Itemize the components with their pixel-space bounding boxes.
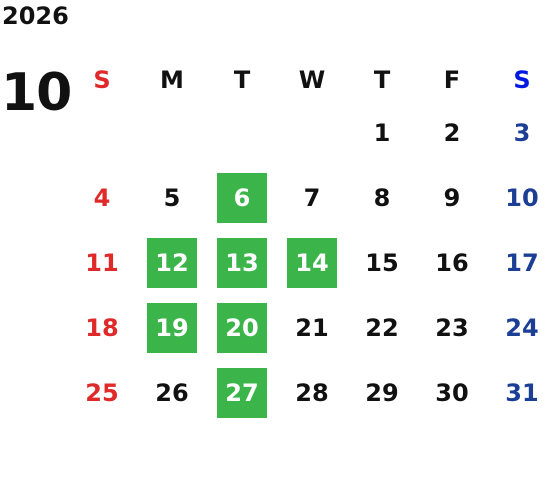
weekday-tue: T xyxy=(233,66,251,94)
day-cell: 25 xyxy=(67,360,137,425)
week-row: 25 26 27 28 29 30 31 xyxy=(67,360,548,425)
highlighted-day-cell: 20 xyxy=(207,295,277,360)
day-cell: 2 xyxy=(417,100,487,165)
day-cell: 26 xyxy=(137,360,207,425)
highlighted-day-cell: 6 xyxy=(207,165,277,230)
day-cell: 30 xyxy=(417,360,487,425)
day-cell: 16 xyxy=(417,230,487,295)
day-number: 3 xyxy=(513,118,531,147)
day-cell: 17 xyxy=(487,230,548,295)
day-number: 30 xyxy=(435,378,469,407)
highlighted-day-cell: 27 xyxy=(207,360,277,425)
day-number: 18 xyxy=(85,313,119,342)
weekday-fri: F xyxy=(443,66,461,94)
empty-day-cell xyxy=(207,100,277,165)
day-number: 4 xyxy=(93,183,111,212)
day-cell: 10 xyxy=(487,165,548,230)
weekday-mon: M xyxy=(160,66,184,94)
day-cell: 31 xyxy=(487,360,548,425)
week-row: 4 5 6 7 8 9 10 xyxy=(67,165,548,230)
day-number: 15 xyxy=(365,248,399,277)
day-number: 6 xyxy=(217,172,267,223)
day-number: 9 xyxy=(443,183,461,212)
day-number: 31 xyxy=(505,378,539,407)
weekday-wed: W xyxy=(298,66,326,94)
day-cell: 21 xyxy=(277,295,347,360)
highlighted-day-cell: 19 xyxy=(137,295,207,360)
day-number: 21 xyxy=(295,313,329,342)
weekday-thu: T xyxy=(373,66,391,94)
day-number: 16 xyxy=(435,248,469,277)
day-number: 8 xyxy=(373,183,391,212)
year-label: 2026 xyxy=(2,2,69,30)
day-cell: 28 xyxy=(277,360,347,425)
day-number: 17 xyxy=(505,248,539,277)
empty-day-cell xyxy=(67,100,137,165)
day-cell: 1 xyxy=(347,100,417,165)
highlighted-day-cell: 13 xyxy=(207,230,277,295)
weekday-sun: S xyxy=(93,66,111,94)
day-cell: 15 xyxy=(347,230,417,295)
day-cell: 5 xyxy=(137,165,207,230)
day-number: 12 xyxy=(147,237,197,288)
day-number: 26 xyxy=(155,378,189,407)
day-number: 24 xyxy=(505,313,539,342)
day-number: 22 xyxy=(365,313,399,342)
week-row: 11 12 13 14 15 16 17 xyxy=(67,230,548,295)
day-cell: 22 xyxy=(347,295,417,360)
day-cell: 9 xyxy=(417,165,487,230)
day-cell: 4 xyxy=(67,165,137,230)
day-cell: 3 xyxy=(487,100,548,165)
day-cell: 8 xyxy=(347,165,417,230)
day-number: 20 xyxy=(217,302,267,353)
day-number: 14 xyxy=(287,237,337,288)
day-number: 10 xyxy=(505,183,539,212)
day-number: 2 xyxy=(443,118,461,147)
day-number: 27 xyxy=(217,367,267,418)
day-number: 19 xyxy=(147,302,197,353)
day-number: 13 xyxy=(217,237,267,288)
month-number: 10 xyxy=(1,63,72,123)
day-number: 29 xyxy=(365,378,399,407)
day-cell: 7 xyxy=(277,165,347,230)
week-row: 18 19 20 21 22 23 24 xyxy=(67,295,548,360)
day-number: 11 xyxy=(85,248,119,277)
day-cell: 23 xyxy=(417,295,487,360)
highlighted-day-cell: 12 xyxy=(137,230,207,295)
week-row: 1 2 3 xyxy=(67,100,548,165)
day-cell: 18 xyxy=(67,295,137,360)
day-number: 28 xyxy=(295,378,329,407)
weekday-sat: S xyxy=(513,66,531,94)
day-cell: 24 xyxy=(487,295,548,360)
empty-day-cell xyxy=(137,100,207,165)
day-cell: 29 xyxy=(347,360,417,425)
day-cell: 11 xyxy=(67,230,137,295)
empty-day-cell xyxy=(277,100,347,165)
day-number: 23 xyxy=(435,313,469,342)
weekday-header: S M T W T F S xyxy=(67,60,548,100)
day-number: 25 xyxy=(85,378,119,407)
day-number: 1 xyxy=(373,118,391,147)
day-number: 7 xyxy=(303,183,321,212)
day-number: 5 xyxy=(163,183,181,212)
highlighted-day-cell: 14 xyxy=(277,230,347,295)
